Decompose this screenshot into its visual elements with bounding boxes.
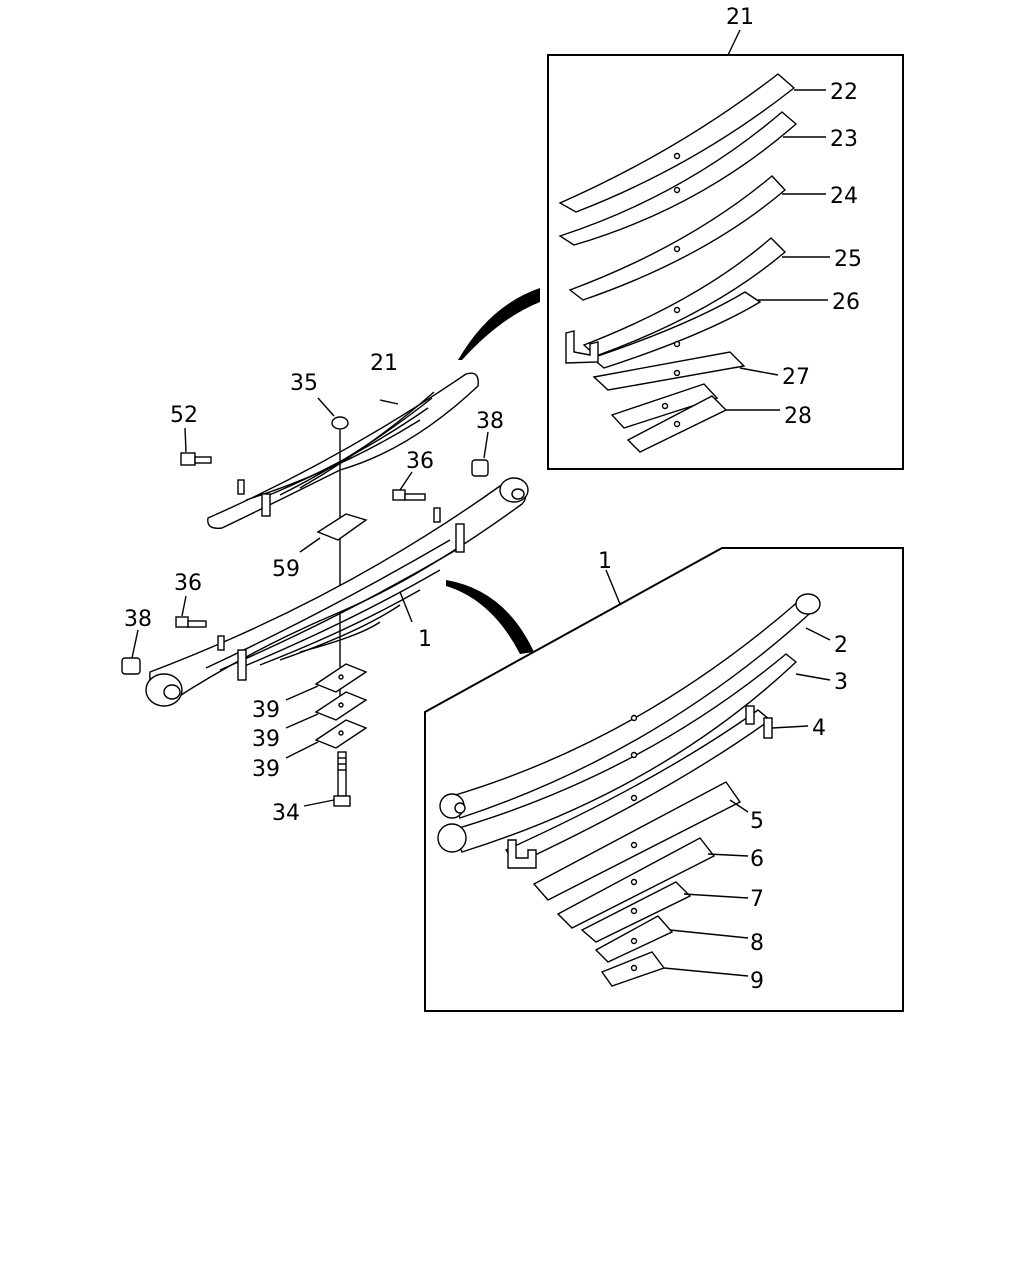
callout-39-c: 39 <box>252 757 280 782</box>
callout-52: 52 <box>170 403 198 428</box>
inset-frame-21: 21 22 23 24 25 26 27 <box>547 5 904 470</box>
callout-27: 27 <box>782 365 810 390</box>
leaf-26-clip <box>565 330 599 364</box>
callout-1-box: 1 <box>598 549 612 574</box>
leaf-5 <box>532 781 742 901</box>
bolt-36-left <box>175 616 225 651</box>
pad-59 <box>316 513 368 541</box>
inset-frame-1: 1 2 3 4 5 6 7 <box>424 547 904 1012</box>
leaf-27 <box>592 351 746 391</box>
leaf-3 <box>451 653 798 853</box>
callout-7: 7 <box>750 887 764 912</box>
leaf-23 <box>558 111 798 246</box>
detail-arrow-21 <box>458 288 540 360</box>
callout-9: 9 <box>750 969 764 994</box>
callout-28: 28 <box>784 404 812 429</box>
detail-arrow-1 <box>446 580 534 654</box>
callout-22: 22 <box>830 80 858 105</box>
bolt-34 <box>333 751 351 807</box>
leaf-22 <box>558 73 796 213</box>
bolt-36-top <box>392 489 441 523</box>
nut-35 <box>331 416 349 430</box>
callout-6: 6 <box>750 847 764 872</box>
callout-38-left: 38 <box>124 607 152 632</box>
spring-21-body <box>207 372 479 529</box>
main-assembly: 21 35 52 59 38 36 <box>121 351 529 826</box>
callout-25: 25 <box>834 247 862 272</box>
bushing-38-left <box>121 657 141 675</box>
bolt-52 <box>180 452 245 495</box>
callout-38-top: 38 <box>476 409 504 434</box>
callout-3: 3 <box>834 670 848 695</box>
callout-4: 4 <box>812 716 826 741</box>
callout-59: 59 <box>272 557 300 582</box>
callout-39-b: 39 <box>252 727 280 752</box>
callout-24: 24 <box>830 184 858 209</box>
callout-26: 26 <box>832 290 860 315</box>
callout-39-a: 39 <box>252 698 280 723</box>
leaf-26 <box>590 291 762 369</box>
callout-21-main: 21 <box>370 351 398 376</box>
leaf-25 <box>582 237 787 357</box>
callout-36-left: 36 <box>174 571 202 596</box>
callout-8: 8 <box>750 931 764 956</box>
leaf-24 <box>568 175 787 301</box>
callout-2: 2 <box>834 633 848 658</box>
spring-1-body <box>149 483 527 703</box>
callout-36-top: 36 <box>406 449 434 474</box>
callout-35: 35 <box>290 371 318 396</box>
callout-34: 34 <box>272 801 300 826</box>
callout-23: 23 <box>830 127 858 152</box>
callout-1-main: 1 <box>418 627 432 652</box>
callout-21-box: 21 <box>726 5 754 30</box>
callout-5: 5 <box>750 809 764 834</box>
bushing-38-top <box>471 459 489 477</box>
